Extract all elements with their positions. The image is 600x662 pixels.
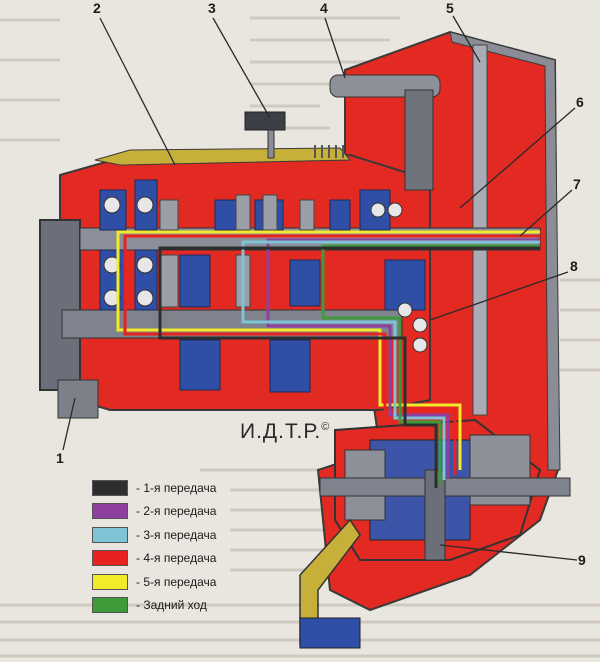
- legend-row-1st: - 1-я передача: [92, 476, 216, 500]
- callout-8: 8: [570, 258, 578, 274]
- callout-2: 2: [93, 0, 101, 16]
- callout-6: 6: [576, 94, 584, 110]
- housing-foot: [299, 617, 361, 649]
- callout-3: 3: [208, 0, 216, 16]
- legend-label-3rd: - 3-я передача: [136, 527, 217, 542]
- spring: [314, 145, 344, 158]
- flow-line-3rd: [241, 240, 540, 480]
- legend-label-5th: - 5-я передача: [136, 574, 217, 589]
- callout-1: 1: [56, 450, 64, 466]
- rear-cover: [39, 219, 81, 391]
- callout-7: 7: [573, 176, 581, 192]
- power-flow-lines: [116, 230, 540, 488]
- legend-label-4th: - 4-я передача: [136, 551, 217, 566]
- watermark: И.Д.Т.Р.©: [240, 420, 330, 444]
- shift-lever-knob: [244, 111, 286, 131]
- legend-swatch-1st: [92, 479, 128, 496]
- legend-row-2nd: - 2-я передача: [92, 500, 216, 524]
- leader-lines: [62, 15, 578, 561]
- flow-line-2nd: [266, 238, 540, 478]
- legend-label-reverse: - Задний ход: [136, 598, 207, 613]
- watermark-text: И.Д.Т.Р.: [240, 420, 322, 443]
- legend-swatch-reverse: [92, 597, 128, 614]
- legend-swatch-3rd: [92, 526, 128, 543]
- legend-row-reverse: - Задний ход: [92, 594, 216, 618]
- clutch-fork-arm: [404, 89, 434, 191]
- bell-housing-rim: [449, 31, 561, 471]
- legend-row-4th: - 4-я передача: [92, 547, 216, 571]
- flow-line-4th: [123, 234, 540, 475]
- callout-4: 4: [320, 0, 328, 16]
- legend: - 1-я передача - 2-я передача - 3-я пере…: [92, 476, 216, 617]
- legend-swatch-4th: [92, 550, 128, 567]
- legend-row-3rd: - 3-я передача: [92, 523, 216, 547]
- legend-label-2nd: - 2-я передача: [136, 504, 217, 519]
- gear-teeth: [159, 194, 315, 308]
- callout-5: 5: [446, 0, 454, 16]
- legend-swatch-2nd: [92, 503, 128, 520]
- flow-line-1st: [158, 246, 540, 488]
- legend-swatch-5th: [92, 573, 128, 590]
- bearings: [103, 196, 428, 353]
- flow-line-5th: [116, 230, 540, 470]
- watermark-copyright: ©: [321, 421, 331, 433]
- legend-label-1st: - 1-я передача: [136, 480, 217, 495]
- legend-row-5th: - 5-я передача: [92, 570, 216, 594]
- shift-rod: [267, 127, 275, 159]
- callout-9: 9: [578, 552, 586, 568]
- housing-top-edge: [94, 147, 352, 166]
- rear-cover-plate: [57, 379, 99, 419]
- flow-line-reverse: [321, 244, 540, 484]
